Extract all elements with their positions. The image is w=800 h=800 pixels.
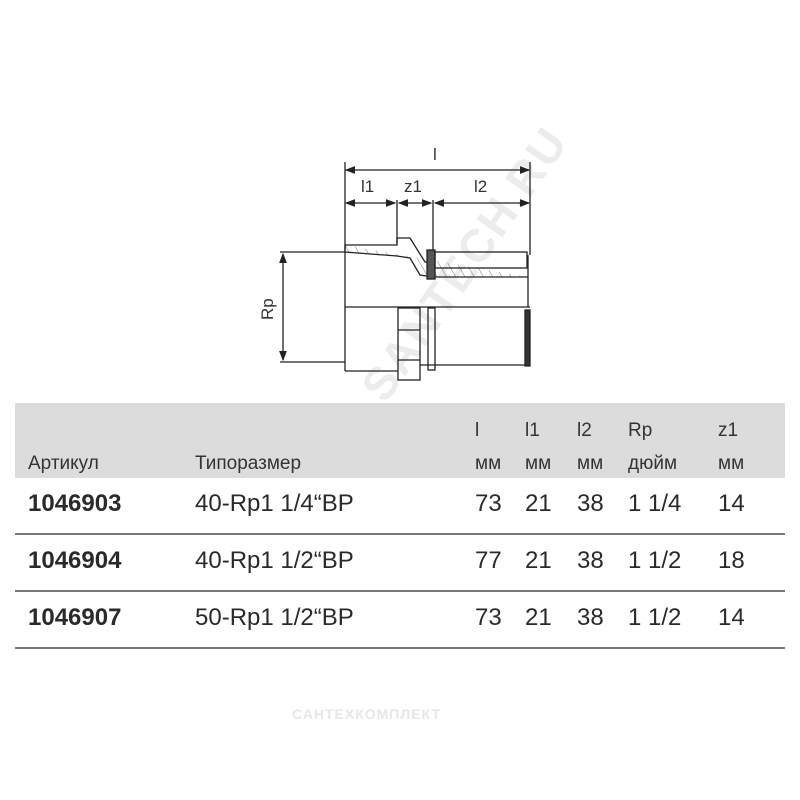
cell-l: 73 — [475, 604, 502, 631]
cell-size: 50-Rp1 1/2“BP — [195, 604, 354, 631]
dim-label-l1: l1 — [361, 177, 374, 196]
header-l2-unit: мм — [577, 453, 604, 474]
cell-rp: 1 1/2 — [628, 547, 682, 574]
fitting-drawing: l l1 z1 l2 Rp — [258, 145, 531, 381]
dim-label-l2: l2 — [474, 177, 487, 196]
cell-size: 40-Rp1 1/2“BP — [195, 547, 354, 574]
header-rp: Rp — [628, 420, 653, 441]
header-z1: z1 — [718, 420, 739, 441]
header-l: l — [475, 420, 480, 441]
cell-article: 1046907 — [28, 604, 122, 631]
cell-l: 77 — [475, 547, 502, 574]
cell-l1: 21 — [525, 604, 552, 631]
header-z1-unit: мм — [718, 453, 745, 474]
cell-l1: 21 — [525, 547, 552, 574]
cell-z1: 14 — [718, 490, 745, 517]
cell-rp: 1 1/4 — [628, 490, 682, 517]
dim-label-z1: z1 — [404, 177, 422, 196]
cell-l: 73 — [475, 490, 502, 517]
cell-l2: 38 — [577, 490, 604, 517]
header-size: Типоразмер — [195, 453, 302, 474]
table-header — [15, 403, 785, 478]
header-rp-unit: дюйм — [628, 453, 678, 474]
cell-rp: 1 1/2 — [628, 604, 682, 631]
header-l2: l2 — [577, 420, 592, 441]
cell-z1: 18 — [718, 547, 745, 574]
watermark-santehkomplekt: САНТЕХКОМПЛЕКТ — [292, 706, 441, 722]
cell-article: 1046904 — [28, 547, 122, 574]
header-l1: l1 — [525, 420, 540, 441]
header-l-unit: мм — [475, 453, 502, 474]
cell-article: 1046903 — [28, 490, 122, 517]
header-l1-unit: мм — [525, 453, 552, 474]
row-divider — [15, 647, 785, 649]
row-divider — [15, 590, 785, 592]
dim-label-rp: Rp — [258, 298, 277, 320]
cell-l2: 38 — [577, 604, 604, 631]
cell-l1: 21 — [525, 490, 552, 517]
header-article: Артикул — [28, 453, 99, 474]
row-divider — [15, 533, 785, 535]
cell-z1: 14 — [718, 604, 745, 631]
dim-label-l: l — [433, 145, 437, 164]
cell-l2: 38 — [577, 547, 604, 574]
cell-size: 40-Rp1 1/4“BP — [195, 490, 354, 517]
